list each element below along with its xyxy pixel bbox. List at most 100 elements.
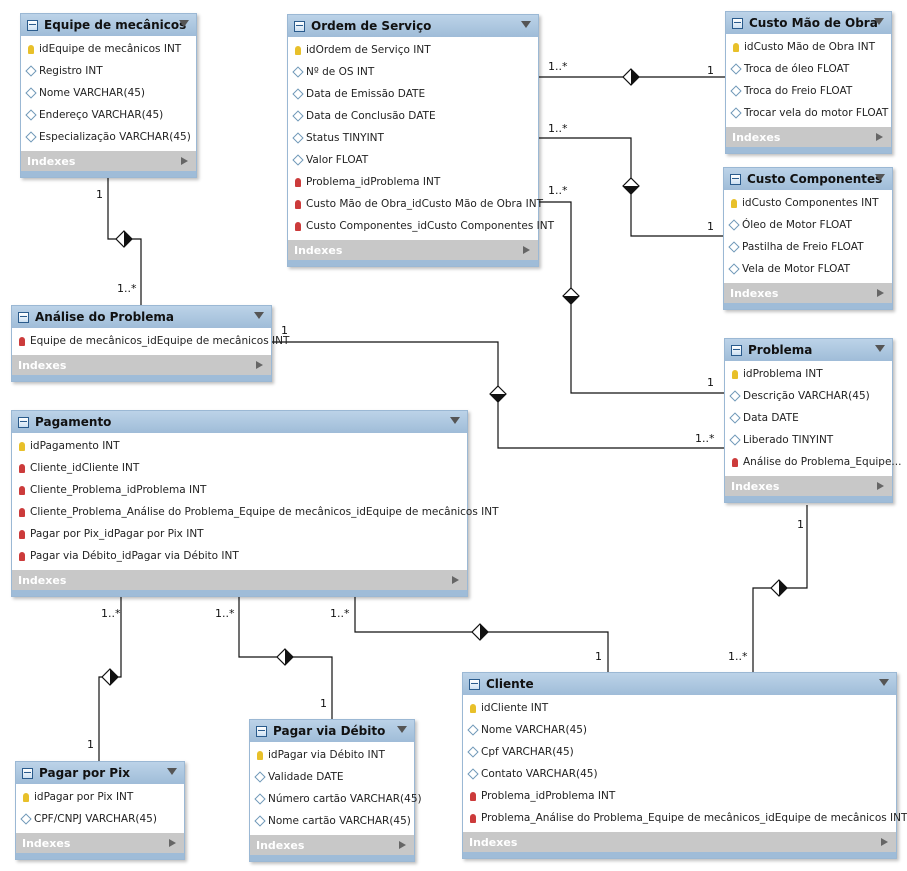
expand-arrow-icon[interactable] (169, 839, 176, 847)
indexes-section[interactable]: Indexes (12, 570, 467, 590)
column-row[interactable]: Nome VARCHAR(45) (463, 719, 896, 741)
column-row[interactable]: Nome VARCHAR(45) (21, 82, 196, 104)
collapse-arrow-icon[interactable] (397, 726, 407, 733)
column-row[interactable]: Troca de óleo FLOAT (726, 58, 891, 80)
collapse-arrow-icon[interactable] (521, 21, 531, 28)
table-header[interactable]: Custo Mão de Obra (726, 12, 891, 34)
table-header[interactable]: Pagamento (12, 411, 467, 433)
relationship-pagamento-cliente[interactable] (354, 593, 609, 672)
indexes-section[interactable]: Indexes (724, 283, 892, 303)
relationship-analise-problema[interactable] (270, 341, 724, 449)
column-row[interactable]: Status TINYINT (288, 127, 538, 149)
relationship-ordem-problema[interactable] (537, 201, 724, 394)
column-row[interactable]: idOrdem de Serviço INT (288, 39, 538, 61)
expand-arrow-icon[interactable] (452, 576, 459, 584)
column-row[interactable]: Pagar via Débito_idPagar via Débito INT (12, 545, 467, 567)
column-row[interactable]: Contato VARCHAR(45) (463, 763, 896, 785)
expand-arrow-icon[interactable] (881, 838, 888, 846)
column-row[interactable]: idPagamento INT (12, 435, 467, 457)
collapse-arrow-icon[interactable] (167, 768, 177, 775)
column-row[interactable]: Óleo de Motor FLOAT (724, 214, 892, 236)
indexes-section[interactable]: Indexes (16, 833, 184, 853)
column-row[interactable]: Data DATE (725, 407, 892, 429)
relationship-problema-cliente[interactable] (752, 505, 808, 672)
collapse-arrow-icon[interactable] (875, 174, 885, 181)
column-row[interactable]: Problema_idProblema INT (288, 171, 538, 193)
relationship-ordem-componentes[interactable] (537, 137, 723, 237)
column-row[interactable]: Nº de OS INT (288, 61, 538, 83)
indexes-section[interactable]: Indexes (288, 240, 538, 260)
indexes-section[interactable]: Indexes (12, 355, 271, 375)
table-header[interactable]: Ordem de Serviço (288, 15, 538, 37)
table-header[interactable]: Problema (725, 339, 892, 361)
collapse-arrow-icon[interactable] (179, 20, 189, 27)
column-row[interactable]: Data de Conclusão DATE (288, 105, 538, 127)
relationship-ordem-maoobra[interactable] (537, 68, 725, 86)
column-row[interactable]: Número cartão VARCHAR(45) (250, 788, 422, 810)
column-row[interactable]: Nome cartão VARCHAR(45) (250, 810, 414, 832)
relationship-pagamento-debito[interactable] (238, 593, 333, 719)
indexes-section[interactable]: Indexes (725, 476, 892, 496)
column-row[interactable]: idProblema INT (725, 363, 892, 385)
expand-arrow-icon[interactable] (877, 482, 884, 490)
column-row[interactable]: Especialização VARCHAR(45) (21, 126, 196, 148)
expand-arrow-icon[interactable] (876, 133, 883, 141)
collapse-arrow-icon[interactable] (875, 345, 885, 352)
column-row[interactable]: Cliente_idCliente INT (12, 457, 467, 479)
column-row[interactable]: idEquipe de mecânicos INT (21, 38, 196, 60)
indexes-section[interactable]: Indexes (250, 835, 414, 855)
indexes-section[interactable]: Indexes (463, 832, 896, 852)
column-row[interactable]: Vela de Motor FLOAT (724, 258, 892, 280)
collapse-arrow-icon[interactable] (874, 18, 884, 25)
column-row[interactable]: idPagar via Débito INT (250, 744, 414, 766)
column-row[interactable]: Descrição VARCHAR(45) (725, 385, 892, 407)
relationship-equipe-analise[interactable] (107, 175, 142, 305)
column-row[interactable]: idCliente INT (463, 697, 896, 719)
column-row[interactable]: Valor FLOAT (288, 149, 538, 171)
column-row[interactable]: Equipe de mecânicos_idEquipe de mecânico… (12, 330, 289, 352)
column-row[interactable]: Cliente_Problema_idProblema INT (12, 479, 467, 501)
column-row[interactable]: Problema_Análise do Problema_Equipe de m… (463, 807, 907, 829)
table-header[interactable]: Pagar por Pix (16, 762, 184, 784)
collapse-arrow-icon[interactable] (879, 679, 889, 686)
column-row[interactable]: Liberado TINYINT (725, 429, 892, 451)
expand-arrow-icon[interactable] (181, 157, 188, 165)
column-row[interactable]: Pagar por Pix_idPagar por Pix INT (12, 523, 467, 545)
column-row[interactable]: idCusto Mão de Obra INT (726, 36, 891, 58)
expand-arrow-icon[interactable] (256, 361, 263, 369)
table-header[interactable]: Análise do Problema (12, 306, 271, 328)
table-header[interactable]: Custo Componentes (724, 168, 892, 190)
column-row[interactable]: Validade DATE (250, 766, 414, 788)
column-row[interactable]: Problema_idProblema INT (463, 785, 896, 807)
collapse-arrow-icon[interactable] (450, 417, 460, 424)
table-header[interactable]: Pagar via Débito (250, 720, 414, 742)
column-row[interactable]: Troca do Freio FLOAT (726, 80, 891, 102)
column-row[interactable]: Custo Mão de Obra_idCusto Mão de Obra IN… (288, 193, 543, 215)
expand-arrow-icon[interactable] (877, 289, 884, 297)
indexes-section[interactable]: Indexes (726, 127, 891, 147)
column-row[interactable]: CPF/CNPJ VARCHAR(45) (16, 808, 184, 830)
collapse-arrow-icon[interactable] (254, 312, 264, 319)
column-row[interactable]: Data de Emissão DATE (288, 83, 538, 105)
column-row[interactable]: Trocar vela do motor FLOAT (726, 102, 891, 124)
indexes-section[interactable]: Indexes (21, 151, 196, 171)
column-row[interactable]: Registro INT (21, 60, 196, 82)
column-row[interactable]: idPagar por Pix INT (16, 786, 184, 808)
expand-arrow-icon[interactable] (399, 841, 406, 849)
table-header[interactable]: Cliente (463, 673, 896, 695)
expand-arrow-icon[interactable] (523, 246, 530, 254)
column-row[interactable]: Pastilha de Freio FLOAT (724, 236, 892, 258)
column-row[interactable]: Cliente_Problema_Análise do Problema_Equ… (12, 501, 499, 523)
column-row[interactable]: Custo Componentes_idCusto Componentes IN… (288, 215, 554, 237)
table-header[interactable]: Equipe de mecânicos (21, 14, 196, 36)
column-row[interactable]: Cpf VARCHAR(45) (463, 741, 896, 763)
